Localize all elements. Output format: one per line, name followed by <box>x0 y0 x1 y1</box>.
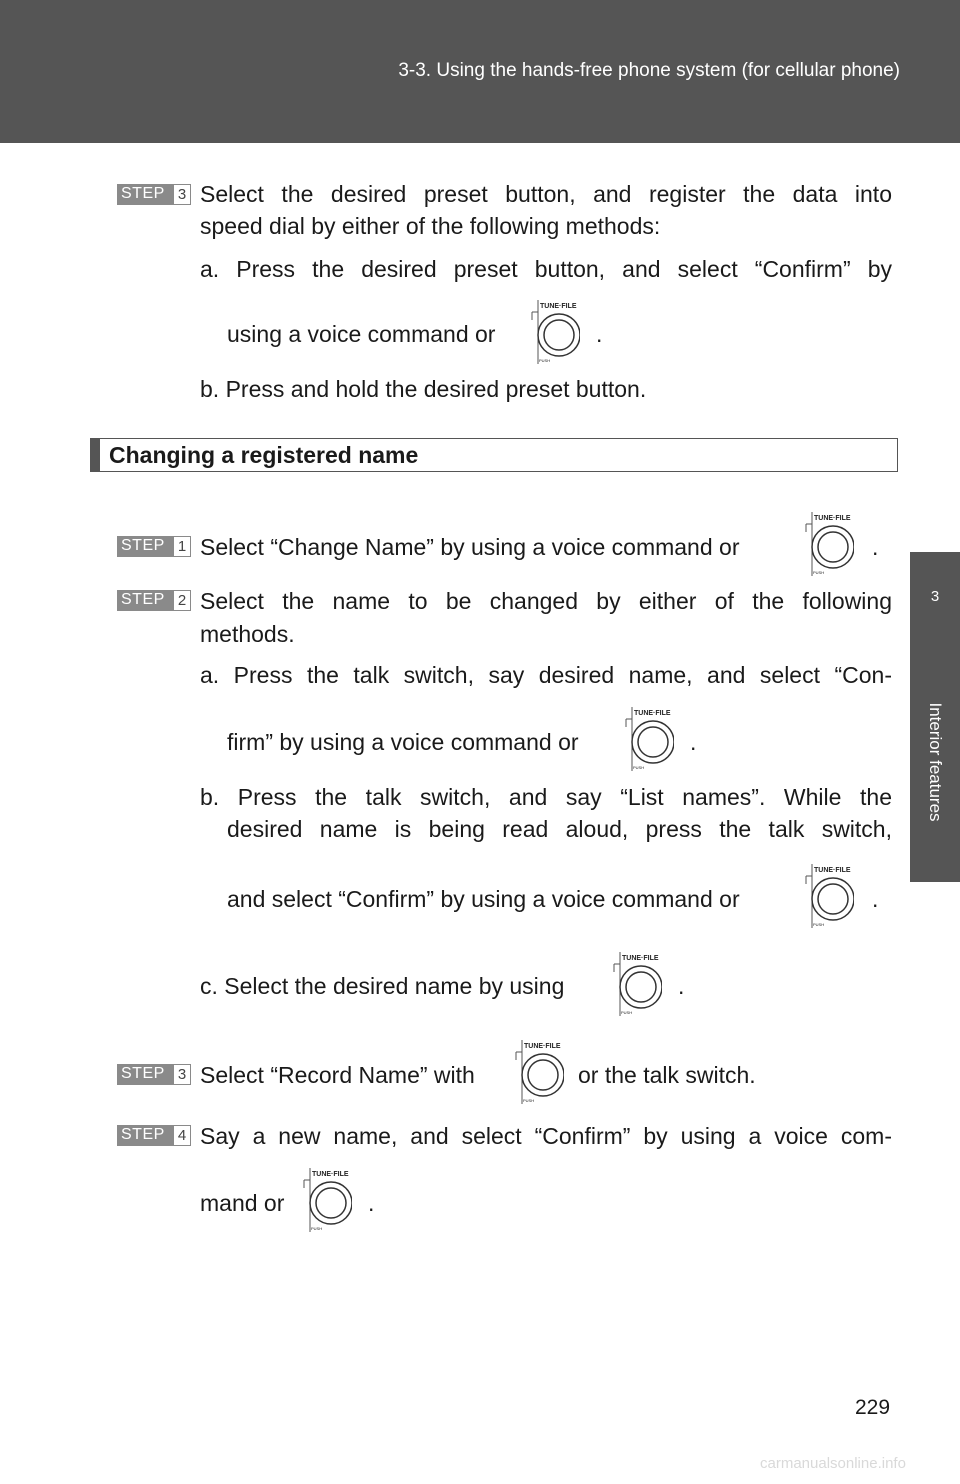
chapter-number-tab: 3 <box>910 552 960 642</box>
knob-bottom-text: PUSH <box>813 922 824 927</box>
knob-bottom-text: PUSH <box>311 1226 322 1231</box>
step-1-text: Select “Change Name” by using a voice co… <box>200 534 740 560</box>
watermark: carmanualsonline.info <box>760 1455 906 1472</box>
step-3-text-after: or the talk switch. <box>578 1062 756 1088</box>
period: . <box>872 886 879 912</box>
step-2-option-b-line-3: and select “Confirm” by using a voice co… <box>227 886 740 912</box>
period: . <box>678 973 685 999</box>
step-badge: STEP 1 <box>117 536 191 557</box>
step-4-line-2: mand or <box>200 1190 285 1216</box>
period: . <box>596 321 603 347</box>
period: . <box>690 729 697 755</box>
knob-top-text: TUNE·FILE <box>312 1171 349 1178</box>
step-badge: STEP 2 <box>117 590 191 611</box>
knob-top-text: TUNE·FILE <box>622 955 659 962</box>
knob-bottom-text: PUSH <box>813 570 824 575</box>
step-badge: STEP 4 <box>117 1125 191 1146</box>
knob-top-text: TUNE·FILE <box>524 1043 561 1050</box>
knob-bottom-text: PUSH <box>633 765 644 770</box>
section-title: Changing a registered name <box>109 442 419 468</box>
tune-file-knob-icon: TUNE·FILE PUSH <box>804 862 855 930</box>
knob-top-text: TUNE·FILE <box>540 303 577 310</box>
step-4-line-1: Say a new name, and select “Confirm” by … <box>200 1123 892 1149</box>
intro-option-a-line-1: a. Press the desired preset button, and … <box>200 256 892 282</box>
tune-file-knob-icon: TUNE·FILE PUSH <box>514 1038 565 1106</box>
page-number: 229 <box>855 1396 891 1419</box>
knob-top-text: TUNE·FILE <box>814 867 851 874</box>
page-header: 3-3. Using the hands-free phone system (… <box>0 0 960 143</box>
chapter-label-tab: Interior features <box>910 642 960 882</box>
step-badge: STEP 3 <box>117 1064 191 1085</box>
step-2-option-b-line-1: b. Press the talk switch, and say “List … <box>200 784 892 810</box>
step-2-option-c: c. Select the desired name by using <box>200 973 565 999</box>
knob-bottom-text: PUSH <box>523 1098 534 1103</box>
step-badge: STEP 3 <box>117 184 191 205</box>
period: . <box>872 534 879 560</box>
section-heading-bar <box>91 439 100 471</box>
knob-bottom-text: PUSH <box>621 1010 632 1015</box>
intro-line-2: speed dial by either of the following me… <box>200 213 661 239</box>
tune-file-knob-icon: TUNE·FILE PUSH <box>804 510 855 578</box>
step-2-option-a-line-1: a. Press the talk switch, say desired na… <box>200 662 892 688</box>
step-2-line-2: methods. <box>200 621 295 647</box>
header-title: 3-3. Using the hands-free phone system (… <box>398 60 900 81</box>
tune-file-knob-icon: TUNE·FILE PUSH <box>530 298 581 366</box>
tune-file-knob-icon: TUNE·FILE PUSH <box>624 705 675 773</box>
step-2-option-b-line-2: desired name is being read aloud, press … <box>227 816 892 842</box>
step-2-option-a-line-2: firm” by using a voice command or <box>227 729 579 755</box>
knob-top-text: TUNE·FILE <box>634 710 671 717</box>
knob-top-text: TUNE·FILE <box>814 515 851 522</box>
step-2-line-1: Select the name to be changed by either … <box>200 588 892 614</box>
intro-option-b: b. Press and hold the desired preset but… <box>200 376 647 402</box>
tune-file-knob-icon: TUNE·FILE PUSH <box>302 1166 353 1234</box>
intro-option-a-line-2: using a voice command or <box>227 321 496 347</box>
tune-file-knob-icon: TUNE·FILE PUSH <box>612 950 663 1018</box>
intro-line-1: Select the desired preset button, and re… <box>200 181 892 207</box>
period: . <box>368 1190 375 1216</box>
chapter-label: Interior features <box>926 702 945 822</box>
step-3-text-before: Select “Record Name” with <box>200 1062 475 1088</box>
knob-bottom-text: PUSH <box>539 358 550 363</box>
section-heading: Changing a registered name <box>90 438 898 472</box>
